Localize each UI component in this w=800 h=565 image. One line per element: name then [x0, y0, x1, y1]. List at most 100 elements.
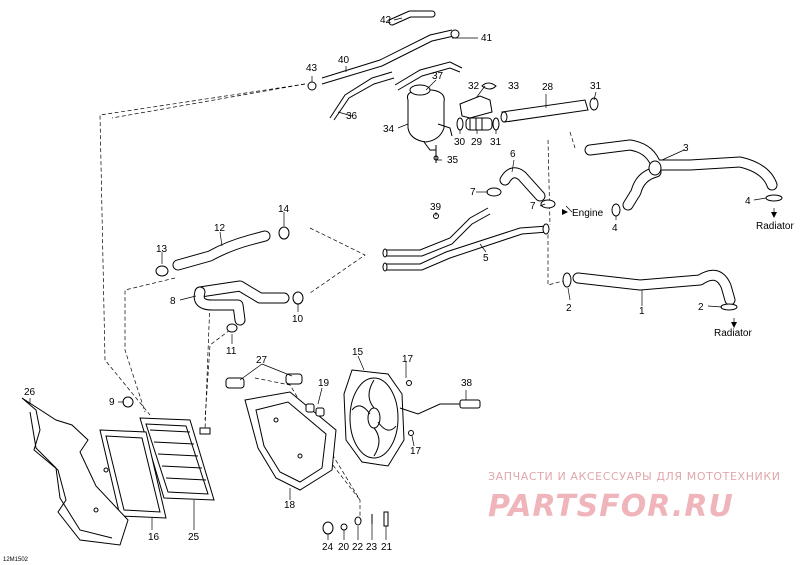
watermark-logo: PARTSFOR.RU	[488, 489, 734, 524]
callout-17-a: 17	[402, 354, 414, 365]
callout-9: 9	[109, 397, 115, 408]
callout-36: 36	[346, 111, 358, 122]
screw-17-b	[408, 430, 414, 436]
grommet-24	[322, 521, 334, 535]
callout-labels: 42 41 43 40 37 32 33 28 31 36 34 30 29 3…	[24, 15, 794, 553]
radiator-frame-16	[99, 429, 167, 519]
tube-28	[500, 99, 589, 123]
clamp-4-lower	[611, 203, 621, 217]
callout-12: 12	[214, 223, 226, 234]
radiator-label-bottom: Radiator	[714, 328, 752, 339]
watermark-text: ЗАПЧАСТИ И АКСЕССУАРЫ ДЛЯ МОТОТЕХНИКИ	[488, 470, 781, 483]
screw-17-a	[406, 380, 412, 386]
callout-7-a: 7	[470, 187, 476, 198]
clamp-11	[226, 323, 238, 333]
hose-29	[465, 117, 493, 131]
spacers-19	[305, 403, 325, 417]
radiator-label-top: Radiator	[756, 221, 794, 232]
callout-35: 35	[447, 155, 459, 166]
callout-20: 20	[338, 542, 350, 553]
callout-21: 21	[381, 542, 393, 553]
callout-4-a: 4	[745, 196, 751, 207]
vent-hose-40	[321, 29, 463, 91]
callout-3: 3	[683, 143, 689, 154]
callout-24: 24	[322, 542, 334, 553]
overflow-hose-42	[388, 10, 436, 26]
nut-20	[340, 523, 348, 531]
hardware-group	[322, 511, 389, 535]
washer-22	[354, 516, 362, 526]
callout-18: 18	[284, 500, 296, 511]
expansion-tank-34	[407, 84, 453, 163]
callout-17-b: 17	[410, 446, 422, 457]
clamp-2-a	[562, 272, 572, 288]
arrow-markers	[562, 209, 777, 328]
callout-27: 27	[256, 355, 268, 366]
clip-43	[307, 81, 317, 91]
clamp-30	[456, 117, 464, 131]
hose-1	[572, 269, 736, 306]
clamp-7-a	[486, 187, 502, 197]
clamp-31-b	[589, 97, 599, 111]
callout-5: 5	[483, 253, 489, 264]
callout-2-a: 2	[566, 303, 572, 314]
clamp-7-b	[540, 199, 556, 209]
callout-33: 33	[508, 81, 520, 92]
hose-8	[193, 280, 290, 326]
clip-41	[450, 29, 460, 39]
radiator-25	[139, 417, 215, 501]
watermark: ЗАПЧАСТИ И АКСЕССУАРЫ ДЛЯ МОТОТЕХНИКИ PA…	[488, 470, 781, 524]
leader-lines	[29, 17, 775, 540]
callout-13: 13	[156, 244, 168, 255]
grommet-9	[122, 396, 134, 408]
callout-10: 10	[292, 314, 304, 325]
callout-32: 32	[468, 81, 480, 92]
hose-36	[329, 71, 395, 121]
callout-15: 15	[352, 347, 364, 358]
callout-43: 43	[306, 63, 318, 74]
callout-14: 14	[278, 204, 290, 215]
clamp-14	[278, 226, 290, 240]
callout-25: 25	[188, 532, 200, 543]
spacers-27	[225, 373, 303, 389]
callout-8: 8	[170, 296, 176, 307]
clamp-13	[155, 265, 169, 277]
callout-11: 11	[226, 346, 237, 357]
callout-38: 38	[461, 378, 473, 389]
callout-37: 37	[432, 71, 444, 82]
callout-29: 29	[471, 137, 483, 148]
callout-16: 16	[148, 532, 160, 543]
clamp-10	[292, 291, 304, 305]
callout-2-b: 2	[698, 302, 704, 313]
shroud-18	[244, 391, 337, 491]
callout-4-b: 4	[612, 223, 618, 234]
callout-23: 23	[366, 542, 378, 553]
tank-cap-37	[409, 84, 431, 96]
callout-6: 6	[510, 149, 516, 160]
pipe-5	[382, 207, 550, 272]
callout-19: 19	[318, 378, 330, 389]
callout-22: 22	[352, 542, 364, 553]
callout-26: 26	[24, 387, 36, 398]
clamp-31-a	[492, 117, 500, 131]
callout-39: 39	[430, 202, 442, 213]
callout-34: 34	[383, 124, 395, 135]
callout-28: 28	[542, 82, 554, 93]
fitting-32	[459, 95, 493, 119]
clamp-4-upper	[765, 194, 783, 202]
callout-30: 30	[454, 137, 466, 148]
callout-31-top: 31	[590, 81, 602, 92]
clamp-2-b	[720, 303, 738, 311]
fan-15	[343, 369, 481, 467]
engine-label: Engine	[572, 208, 604, 219]
shroud-26	[21, 397, 129, 546]
callout-1: 1	[639, 306, 645, 317]
callout-40: 40	[338, 55, 350, 66]
hose-6	[499, 167, 546, 202]
diagram-code: 12M1502	[3, 557, 29, 563]
hose-12	[172, 230, 271, 271]
hose-3	[584, 139, 778, 211]
clamp-33	[481, 82, 497, 90]
